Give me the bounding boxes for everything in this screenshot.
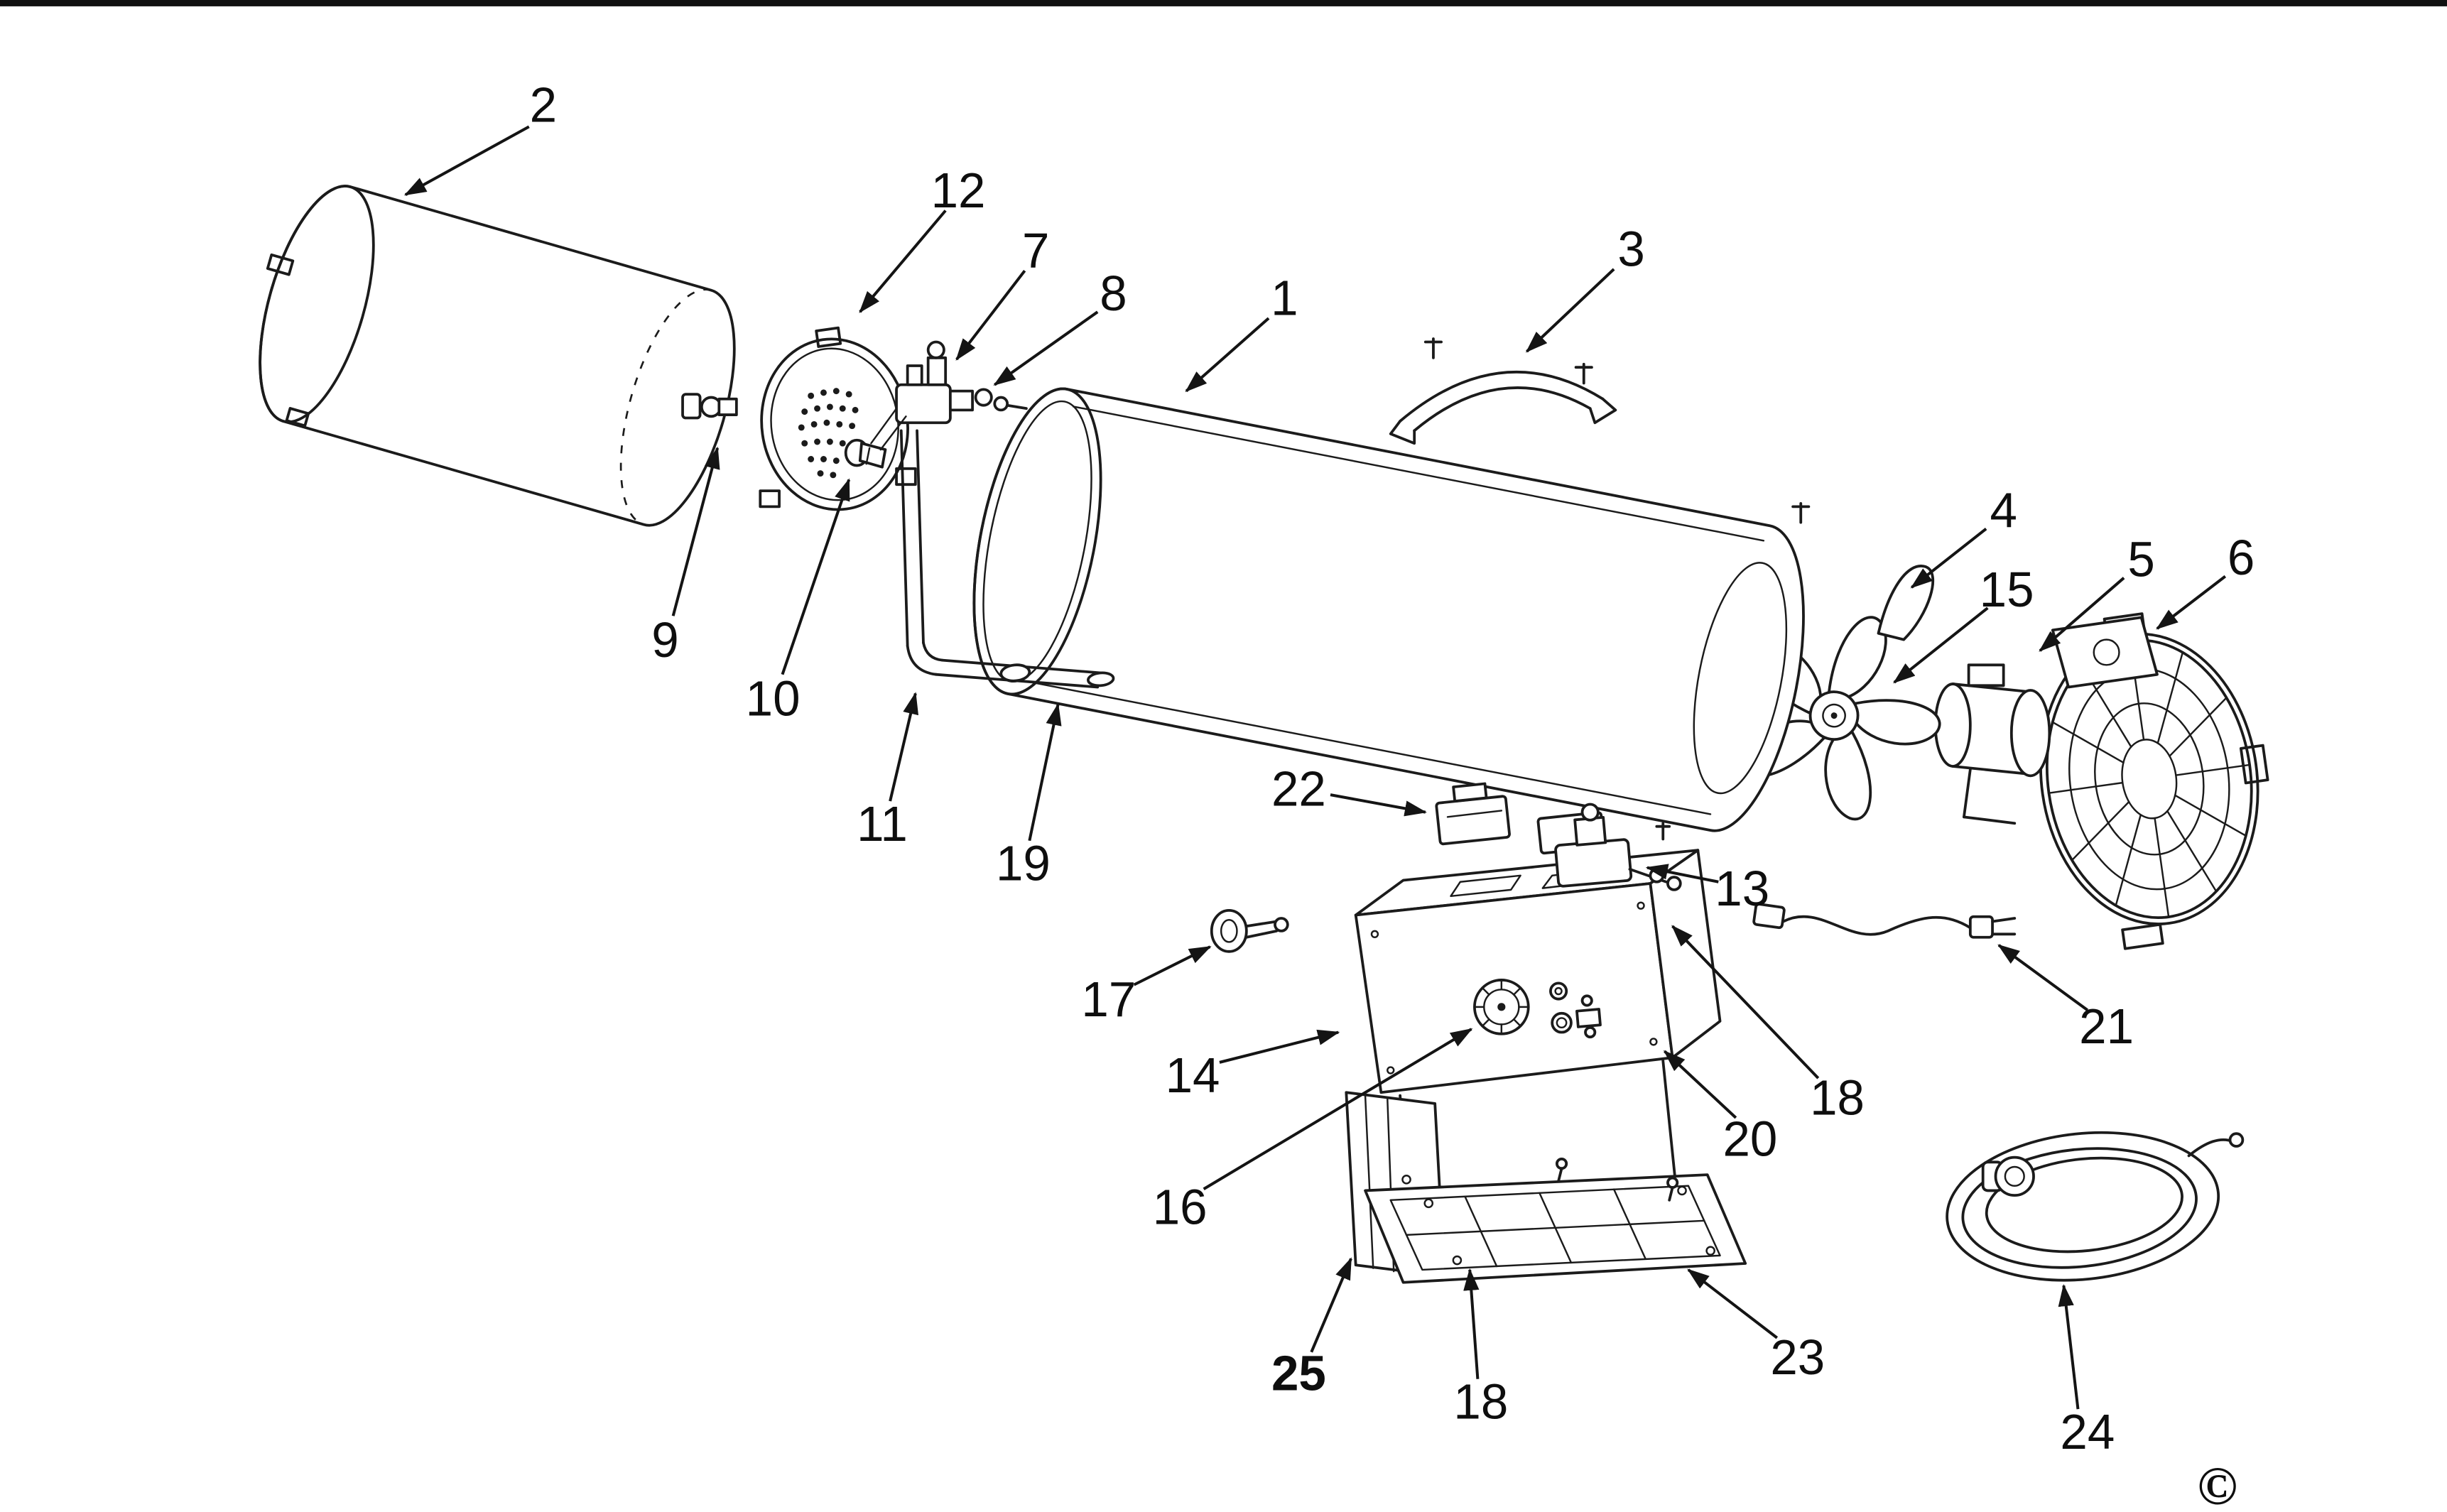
leader-18-lower — [1463, 1268, 1480, 1379]
thermostat-dial — [1473, 979, 1530, 1035]
base-frame — [1364, 1157, 1747, 1284]
cord-regulator — [1981, 1155, 2035, 1197]
callout-arrows — [403, 125, 2227, 1410]
callout-19: 19 — [996, 836, 1051, 891]
burner-plate — [759, 326, 917, 511]
ignition-transformer — [1435, 782, 1511, 846]
callout-9: 9 — [651, 612, 678, 668]
fuel-tank — [259, 185, 736, 527]
callout-17: 17 — [1081, 972, 1136, 1027]
leader-8 — [993, 310, 1099, 386]
leader-7 — [955, 269, 1026, 361]
burner-perforations — [798, 388, 859, 479]
callout-18-upper: 18 — [1810, 1070, 1865, 1125]
leader-16 — [1203, 1028, 1473, 1190]
leader-25 — [1310, 1257, 1352, 1353]
callout-7: 7 — [1022, 223, 1049, 278]
gas-valve — [870, 340, 974, 451]
handle — [1389, 370, 1617, 445]
nozzle — [858, 442, 887, 469]
leader-13 — [1645, 864, 1719, 883]
leader-12 — [859, 210, 947, 313]
leader-20 — [1663, 1050, 1737, 1119]
callout-20: 20 — [1722, 1111, 1777, 1166]
knob — [1210, 908, 1289, 953]
leader-14 — [1219, 1029, 1340, 1064]
callout-11: 11 — [857, 796, 908, 852]
callout-15: 15 — [1980, 562, 2034, 617]
callout-3: 3 — [1617, 222, 1644, 277]
leader-15 — [1893, 607, 1989, 684]
leader-23 — [1687, 1268, 1779, 1339]
callout-18-lower: 18 — [1453, 1374, 1508, 1429]
callout-labels: 2 12 7 8 1 3 4 15 5 6 9 10 11 19 22 13 1… — [530, 77, 2255, 1512]
leader-11 — [889, 692, 919, 802]
motor — [1864, 663, 2051, 825]
valve-fitting — [974, 388, 1028, 412]
callout-6: 6 — [2228, 530, 2255, 585]
leader-10 — [781, 478, 851, 675]
frame-bolt — [1666, 1176, 1679, 1202]
callout-23: 23 — [1770, 1329, 1825, 1385]
callout-1: 1 — [1271, 271, 1298, 326]
callout-16: 16 — [1153, 1179, 1208, 1234]
wiring-lead — [1752, 903, 2017, 939]
leader-2 — [403, 125, 530, 196]
leader-19 — [1028, 702, 1062, 842]
leader-21 — [1997, 944, 2089, 1011]
callout-4: 4 — [1990, 482, 2017, 538]
leader-18-upper — [1671, 925, 1820, 1079]
callout-25: 25 — [1271, 1345, 1326, 1400]
control-box — [1354, 849, 1722, 1094]
tank-fitting — [681, 393, 738, 420]
screw — [1423, 337, 1443, 359]
frame-bolt — [1555, 1157, 1568, 1182]
leader-17 — [1133, 945, 1212, 986]
callout-22: 22 — [1271, 761, 1326, 817]
leader-3 — [1525, 268, 1615, 353]
callout-14: 14 — [1166, 1048, 1220, 1103]
callout-10: 10 — [746, 671, 801, 727]
leader-5 — [2039, 577, 2125, 652]
page-top-border — [0, 0, 2447, 6]
callout-2: 2 — [530, 77, 557, 133]
power-cord — [1946, 1131, 2245, 1282]
fan — [1740, 616, 1941, 821]
fuel-pipe — [899, 429, 1115, 689]
callout-5: 5 — [2127, 531, 2154, 587]
leader-6 — [2156, 575, 2227, 630]
leader-24 — [2058, 1283, 2080, 1410]
front-panel-components — [1549, 981, 1602, 1039]
copyright-symbol: © — [2197, 1457, 2237, 1512]
motor-mount-plate — [2051, 616, 2159, 689]
callout-12: 12 — [931, 163, 986, 218]
heater-housing — [972, 387, 1805, 832]
callout-21: 21 — [2079, 999, 2134, 1054]
leader-22 — [1330, 793, 1427, 817]
callout-24: 24 — [2060, 1404, 2115, 1459]
callout-8: 8 — [1100, 266, 1127, 321]
leader-4 — [1910, 528, 1987, 589]
leader-9 — [671, 446, 720, 616]
callout-13: 13 — [1715, 861, 1769, 916]
screw — [1791, 502, 1811, 524]
leader-1 — [1185, 317, 1270, 393]
screw — [1574, 362, 1593, 385]
